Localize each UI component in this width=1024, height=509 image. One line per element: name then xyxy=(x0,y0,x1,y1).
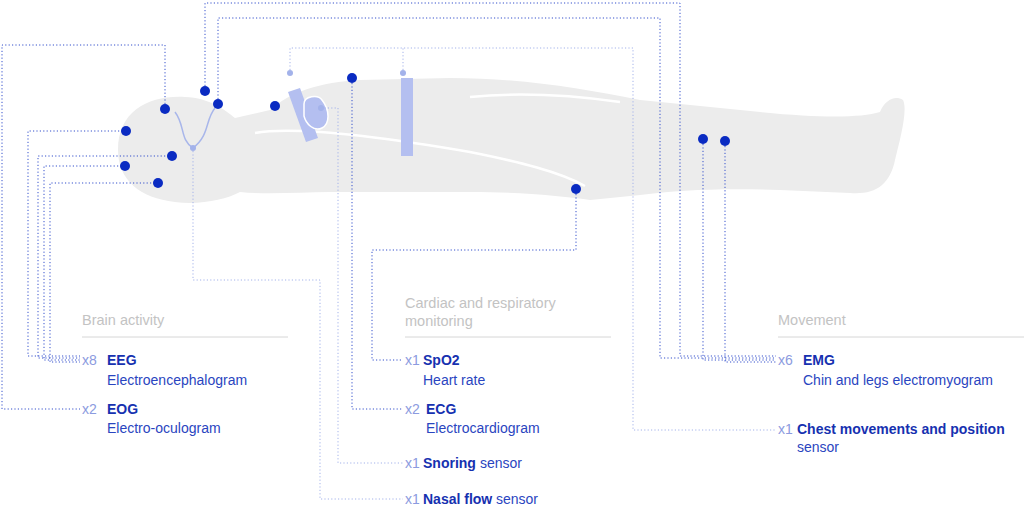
leader-line xyxy=(703,144,776,360)
section-rule xyxy=(405,337,611,338)
abdomen-belt xyxy=(401,78,413,156)
sensor-name: ECG xyxy=(426,400,456,418)
sensor-name: EMG xyxy=(803,351,835,369)
sensor-dot xyxy=(318,105,324,111)
sensor-dot xyxy=(270,101,280,111)
sensor-count: x1 xyxy=(778,420,793,438)
sensor-description: Chin and legs electromyogram xyxy=(803,371,993,389)
sensor-dot xyxy=(287,70,293,76)
sensor-dot xyxy=(400,70,406,76)
sensor-description: Electroencephalogram xyxy=(107,371,247,389)
sensor-dot xyxy=(160,104,170,114)
section-heading: Cardiac and respiratory monitoring xyxy=(405,294,595,330)
arm-outline xyxy=(255,131,585,186)
leader-line xyxy=(352,83,403,409)
sensor-count: x1 xyxy=(405,351,420,369)
sensor-description: sensor xyxy=(797,438,839,456)
leader-line xyxy=(321,108,403,463)
leader-line xyxy=(290,48,776,430)
sensor-name: EEG xyxy=(107,351,137,369)
head-wire xyxy=(175,112,193,148)
sensor-count: x6 xyxy=(778,351,793,369)
sensor-description: sensor xyxy=(480,454,522,472)
sensor-dot xyxy=(121,126,131,136)
sensor-count: x2 xyxy=(82,400,97,418)
section-heading: Brain activity xyxy=(82,311,282,329)
sensor-count: x1 xyxy=(405,454,420,472)
sensor-name: EOG xyxy=(107,400,138,418)
sensor-dot xyxy=(120,161,130,171)
sensor-count: x8 xyxy=(82,351,97,369)
section-rule xyxy=(778,337,1024,338)
sensor-dot xyxy=(720,136,730,146)
sensor-name: Chest movements and position xyxy=(797,420,1005,438)
sensor-description: Electrocardiogram xyxy=(426,419,540,437)
leader-line xyxy=(44,166,125,360)
sensor-dot xyxy=(571,184,581,194)
sensor-count: x2 xyxy=(405,400,420,418)
sensor-name: Snoring xyxy=(423,454,476,472)
leg-outline xyxy=(470,95,620,102)
head-wire xyxy=(193,108,215,148)
section-rule xyxy=(82,337,288,338)
leader-line xyxy=(205,3,776,356)
leader-line xyxy=(193,151,403,499)
leader-line xyxy=(2,45,165,409)
sensor-description: Heart rate xyxy=(423,371,485,389)
leader-line xyxy=(50,183,158,362)
chest-device xyxy=(304,97,328,130)
sensor-dot xyxy=(200,86,210,96)
leader-line xyxy=(372,194,576,360)
sensor-dot xyxy=(213,99,223,109)
body-silhouette xyxy=(118,78,905,203)
leader-line xyxy=(725,146,776,362)
leader-line xyxy=(403,48,404,70)
sensor-dot xyxy=(190,145,196,151)
sensor-dot xyxy=(347,73,357,83)
sensor-description: Electro-oculogram xyxy=(107,419,221,437)
sensor-count: x1 xyxy=(405,490,420,508)
sensor-name: Nasal flow xyxy=(423,490,492,508)
section-heading: Movement xyxy=(778,311,1008,329)
sensor-name: SpO2 xyxy=(423,351,460,369)
sensor-dot xyxy=(698,134,708,144)
leader-line xyxy=(218,18,776,358)
sensor-dot xyxy=(167,151,177,161)
sensor-description: sensor xyxy=(496,490,538,508)
sensor-dot xyxy=(153,178,163,188)
